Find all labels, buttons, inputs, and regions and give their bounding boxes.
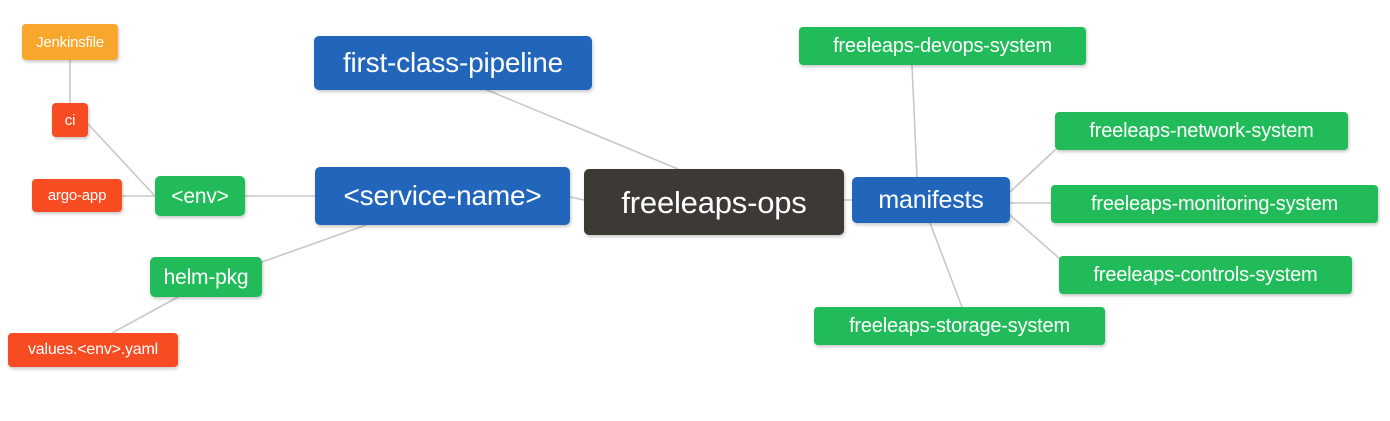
node-label-ci: ci [64,111,76,129]
node-freeleaps-monitoring-system[interactable]: freeleaps-monitoring-system [1051,185,1378,223]
edge-manifests-to-freeleaps-devops-system [911,64,918,178]
node-label-env: <env> [171,184,229,208]
node-label-freeleaps-controls-system: freeleaps-controls-system [1093,264,1318,286]
edge-service-name-to-helm-pkg [261,224,367,263]
node-label-freeleaps-ops: freeleaps-ops [621,184,807,220]
node-label-service-name: <service-name> [343,180,542,211]
node-ci[interactable]: ci [52,103,88,137]
node-freeleaps-controls-system[interactable]: freeleaps-controls-system [1059,256,1352,294]
node-label-freeleaps-network-system: freeleaps-network-system [1089,120,1314,142]
node-helm-pkg[interactable]: helm-pkg [150,257,262,297]
edge-manifests-to-freeleaps-storage-system [929,222,963,308]
node-freeleaps-devops-system[interactable]: freeleaps-devops-system [799,27,1086,65]
node-freeleaps-network-system[interactable]: freeleaps-network-system [1055,112,1348,150]
node-label-jenkinsfile: Jenkinsfile [36,33,104,51]
node-first-class-pipeline[interactable]: first-class-pipeline [314,36,592,90]
node-label-values-env-yaml: values.<env>.yaml [27,341,158,358]
node-argo-app[interactable]: argo-app [32,179,122,212]
node-label-freeleaps-devops-system: freeleaps-devops-system [833,35,1052,57]
edge-manifests-to-freeleaps-network-system [1009,149,1056,193]
node-env[interactable]: <env> [155,176,245,216]
node-manifests[interactable]: manifests [852,177,1010,223]
node-service-name[interactable]: <service-name> [315,167,570,225]
node-label-manifests: manifests [878,185,984,214]
node-jenkinsfile[interactable]: Jenkinsfile [22,24,118,60]
edge-first-class-pipeline-to-freeleaps-ops [486,89,679,170]
node-freeleaps-ops[interactable]: freeleaps-ops [584,169,844,235]
edge-helm-pkg-to-values-env-yaml [111,296,179,334]
node-label-freeleaps-storage-system: freeleaps-storage-system [849,315,1070,337]
node-label-helm-pkg: helm-pkg [163,265,249,289]
node-label-freeleaps-monitoring-system: freeleaps-monitoring-system [1091,193,1338,215]
node-label-first-class-pipeline: first-class-pipeline [342,47,564,78]
edge-service-name-to-freeleaps-ops [569,196,585,201]
node-freeleaps-storage-system[interactable]: freeleaps-storage-system [814,307,1105,345]
node-label-argo-app: argo-app [47,187,107,204]
node-values-env-yaml[interactable]: values.<env>.yaml [8,333,178,367]
